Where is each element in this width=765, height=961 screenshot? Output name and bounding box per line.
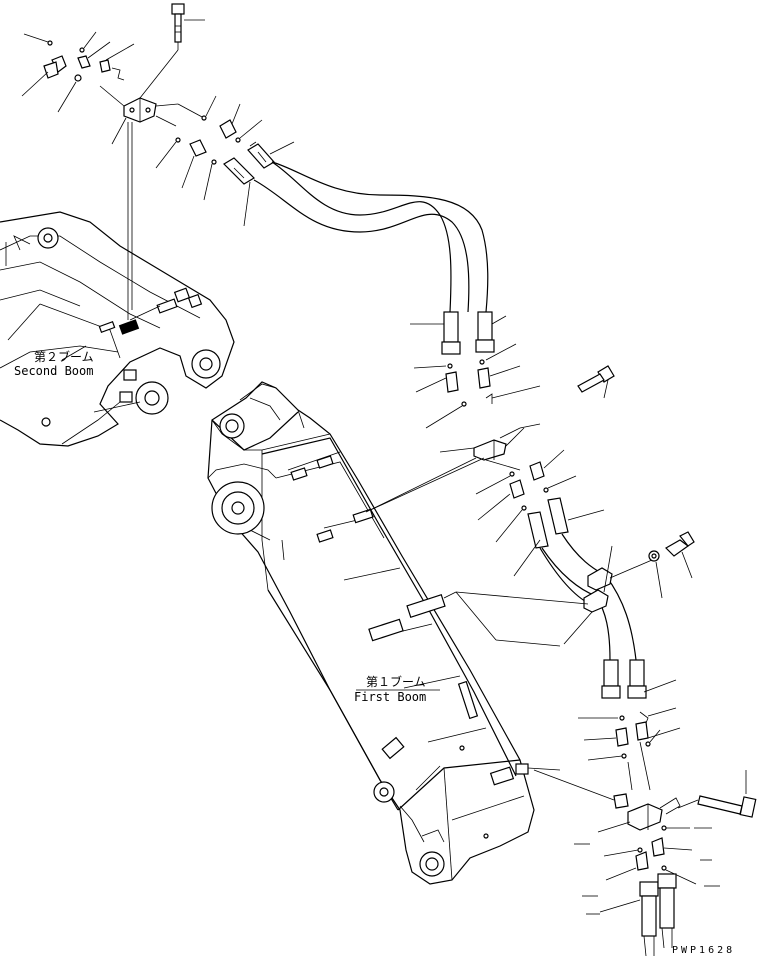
first-boom-label-en: First Boom bbox=[354, 690, 427, 704]
lower-clamps bbox=[455, 545, 653, 647]
lower-hose-ends bbox=[578, 659, 681, 791]
first-boom-label-jp: 第１ブーム bbox=[366, 675, 426, 689]
mid-hose-ends bbox=[410, 311, 541, 429]
first-boom bbox=[207, 381, 561, 885]
top-hose-ends bbox=[223, 141, 295, 227]
top-clamp-block bbox=[99, 49, 205, 320]
second-boom bbox=[0, 211, 235, 447]
bottom-hose-ends bbox=[599, 873, 677, 957]
bottom-clamp bbox=[533, 769, 712, 833]
mid-lower-fittings bbox=[475, 449, 605, 577]
right-lower-bolt bbox=[648, 531, 695, 599]
second-boom-label-en: Second Boom bbox=[14, 364, 94, 378]
second-boom-label-jp: 第２ブーム bbox=[34, 350, 94, 364]
middle-clamp bbox=[365, 423, 541, 513]
top-bolt bbox=[171, 3, 205, 50]
label-leaders bbox=[61, 345, 440, 691]
bottom-fittings bbox=[574, 837, 720, 915]
drawing-code: PWP1628 bbox=[672, 945, 736, 956]
clamp-right-fittings bbox=[155, 95, 263, 201]
bottom-right-bolt bbox=[677, 770, 757, 818]
upper-hose bbox=[253, 161, 489, 313]
top-left-fittings bbox=[21, 31, 135, 113]
right-upper-bolt bbox=[577, 365, 615, 399]
